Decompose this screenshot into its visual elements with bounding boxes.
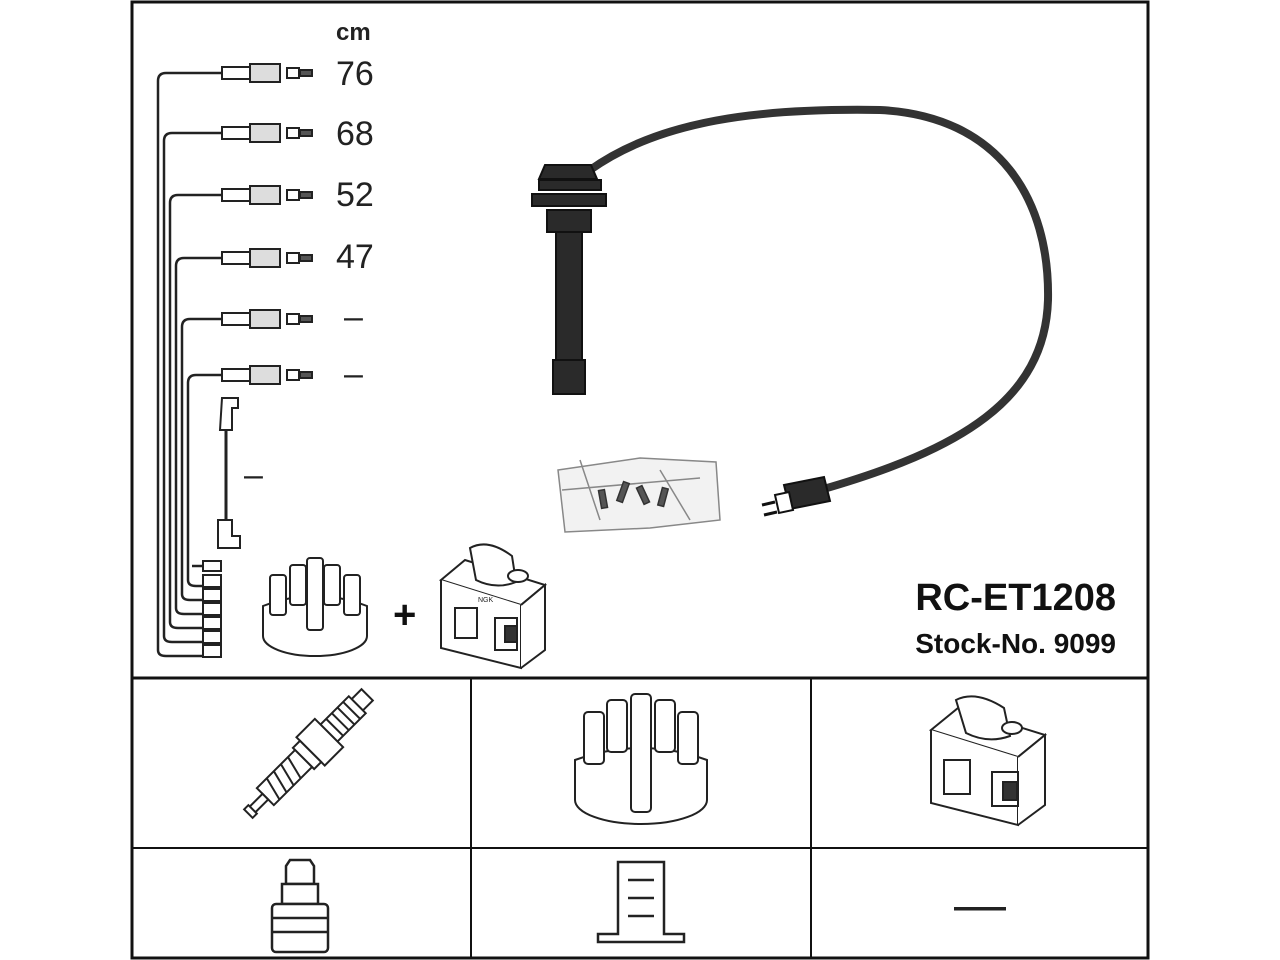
terminal-2	[221, 123, 313, 143]
stock-number: Stock-No. 9099	[915, 628, 1116, 659]
cable-length-4: 47	[336, 238, 374, 276]
cable-length-6: –	[344, 355, 363, 393]
cable-length-3: 52	[336, 176, 374, 214]
cable-length-5: –	[344, 298, 363, 336]
cable-set-drawing	[156, 71, 222, 658]
unit-label: cm	[336, 19, 371, 46]
cable-terminals	[202, 63, 313, 658]
loose-cable-length: –	[244, 456, 263, 494]
terminal-6	[221, 365, 313, 385]
product-code: RC-ET1208	[915, 577, 1116, 619]
loose-cable-drawing	[217, 397, 241, 549]
distributor-cap-large-icon	[574, 693, 708, 825]
terminal-1	[221, 63, 313, 83]
coil-connector-icon	[761, 475, 832, 517]
terminal-5	[221, 309, 313, 329]
ignition-lead-drawing	[531, 105, 1053, 517]
plus-sign: +	[393, 593, 416, 637]
cable-length-2: 68	[336, 115, 374, 153]
distributor-boot-profile-icon	[596, 860, 686, 944]
accessory-bag-icon	[557, 457, 721, 533]
distributor-cap-icon	[262, 557, 368, 657]
spark-plug-boot-icon	[531, 164, 607, 395]
terminal-4	[221, 248, 313, 268]
ignition-coil-large-icon	[928, 695, 1048, 827]
terminal-3	[221, 185, 313, 205]
frame	[130, 0, 1150, 960]
spark-plug-icon	[242, 687, 375, 820]
cable-length-labels: 76 68 52 47 – –	[336, 55, 374, 393]
cable-length-1: 76	[336, 55, 374, 93]
coil-brand-label: NGK	[478, 597, 494, 604]
ignition-coil-icon: NGK	[438, 543, 548, 670]
coil-boot-not-applicable: —	[954, 876, 1006, 934]
spark-plug-boot-profile-icon	[270, 858, 330, 954]
